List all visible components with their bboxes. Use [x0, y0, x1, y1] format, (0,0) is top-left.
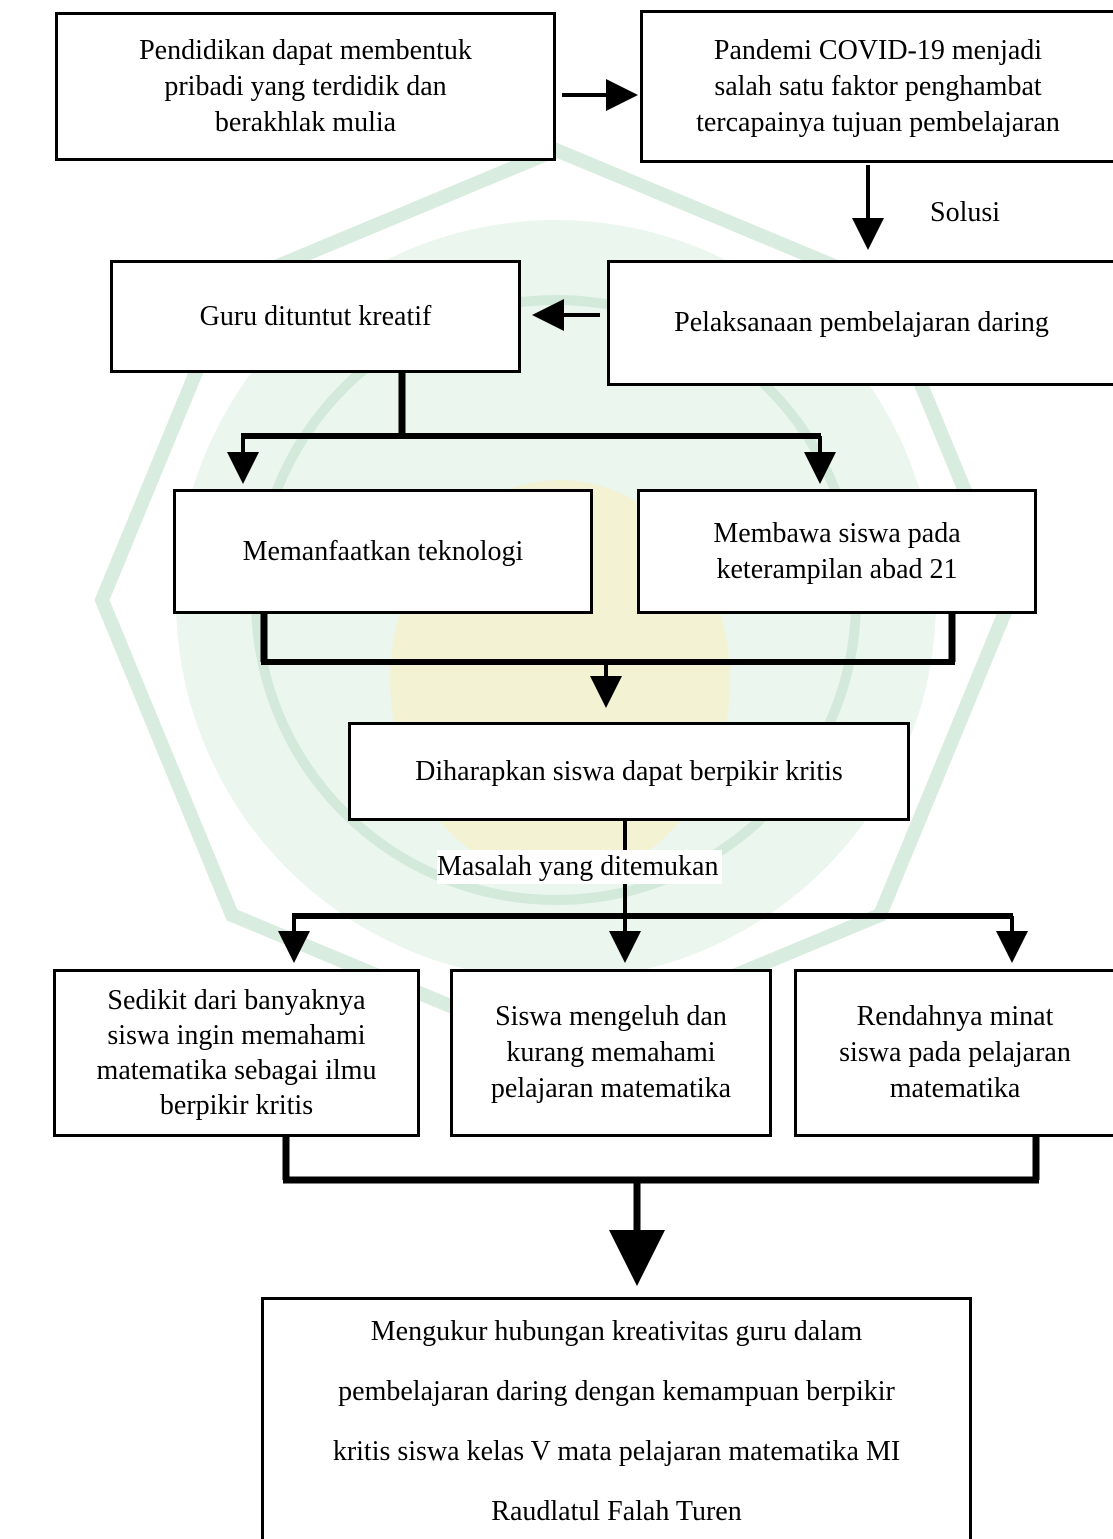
box-skills-21: Membawa siswa pada keterampilan abad 21: [637, 489, 1037, 614]
box-online-learning: Pelaksanaan pembelajaran daring: [607, 260, 1113, 386]
box-use-technology: Memanfaatkan teknologi: [173, 489, 593, 614]
box-education: Pendidikan dapat membentuk pribadi yang …: [55, 12, 556, 161]
box-problem-2: Siswa mengeluh dan kurang memahami pelaj…: [450, 969, 772, 1137]
box-problem-1: Sedikit dari banyaknya siswa ingin memah…: [53, 969, 420, 1137]
box-teacher-creative: Guru dituntut kreatif: [110, 260, 521, 373]
label-solution: Solusi: [930, 196, 1001, 230]
box-conclusion: Mengukur hubungan kreativitas guru dalam…: [261, 1297, 972, 1539]
box-problem-3: Rendahnya minat siswa pada pelajaran mat…: [794, 969, 1113, 1137]
box-critical-thinking: Diharapkan siswa dapat berpikir kritis: [348, 722, 910, 821]
box-pandemic: Pandemi COVID-19 menjadi salah satu fakt…: [640, 10, 1113, 163]
label-problems-found: Masalah yang ditemukan: [437, 850, 723, 884]
